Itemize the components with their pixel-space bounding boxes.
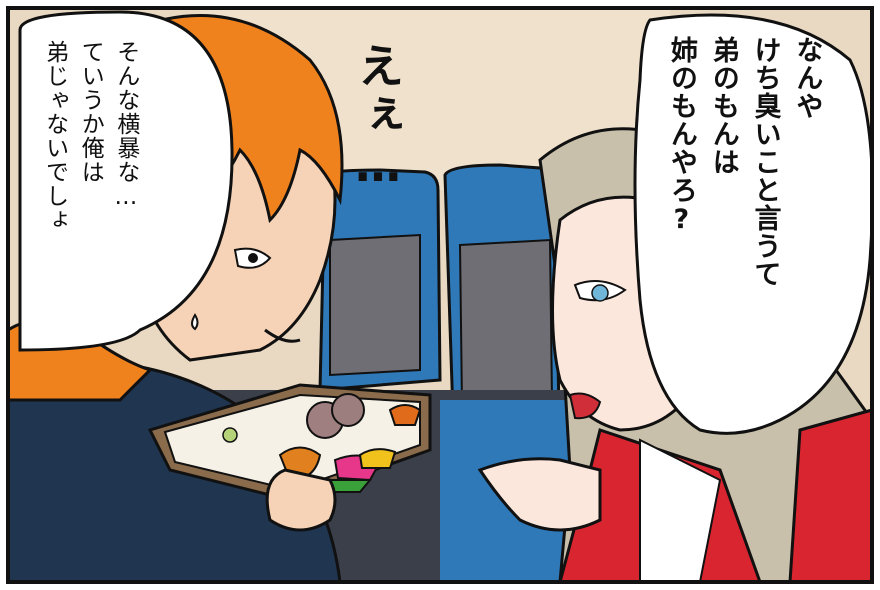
left-speech-bubble	[18, 10, 234, 352]
left-dialogue: そんな横暴な… ていうか俺は 弟じゃないでしょ	[41, 40, 139, 232]
sound-effect-text: えぇ…	[351, 42, 405, 194]
right-speech-bubble	[633, 13, 874, 435]
right-dialogue: なんや けち臭いこと言うて 弟のもんは 姉のもんやろ?	[665, 36, 823, 288]
bento-box	[147, 383, 432, 532]
panel-border	[6, 6, 874, 584]
train-seat-left	[318, 168, 442, 392]
sweat-drop	[191, 313, 199, 331]
